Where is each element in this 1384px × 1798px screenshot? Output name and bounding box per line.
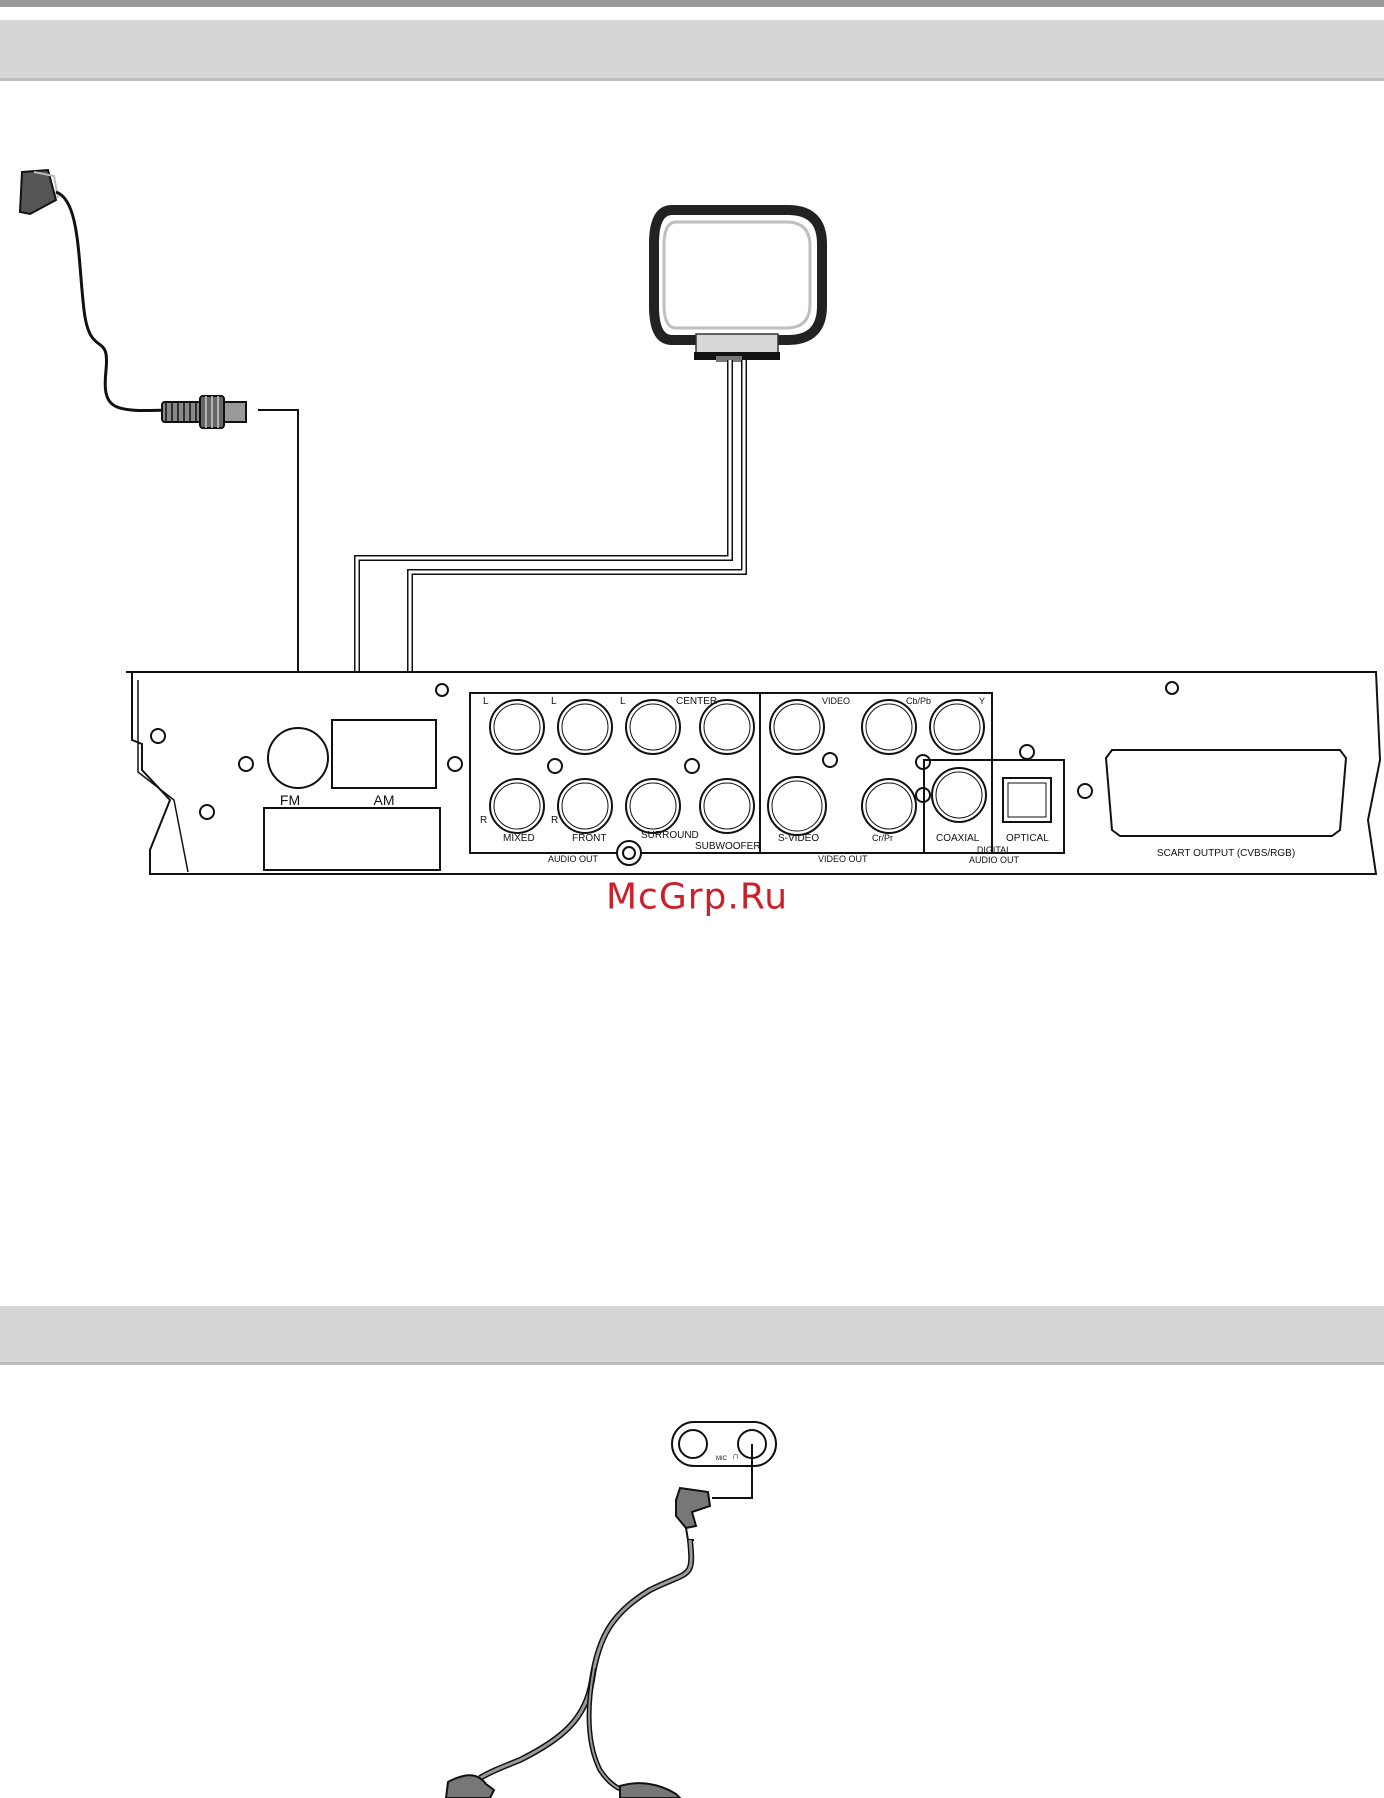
optical-label: OPTICAL	[1006, 833, 1049, 844]
scart-connector	[1106, 750, 1346, 836]
watermark: McGrp.Ru	[606, 877, 788, 918]
audio-jack	[700, 700, 754, 754]
audio-jack	[558, 779, 612, 833]
am-terminal	[332, 720, 436, 788]
audio-surround-label: SURROUND	[641, 830, 699, 841]
fm-connector	[162, 396, 246, 428]
earbud-left	[446, 1775, 494, 1798]
audio-jack	[490, 700, 544, 754]
s-video-label: S-VIDEO	[778, 833, 819, 844]
audio-jack	[626, 700, 680, 754]
digital-audio-out-label: AUDIO OUT	[969, 855, 1020, 865]
scart-label: SCART OUTPUT (CVBS/RGB)	[1157, 848, 1295, 859]
audio-l1-label: L	[483, 696, 489, 707]
headphone-symbol: ∩	[732, 1451, 739, 1462]
mic-label: MIC	[716, 1456, 728, 1462]
fm-antenna	[20, 170, 298, 738]
video-jack	[770, 700, 824, 754]
cr-jack	[862, 779, 916, 833]
fm-antenna-wire	[56, 192, 168, 411]
audio-front-label: FRONT	[572, 833, 606, 844]
audio-r2-label: R	[551, 815, 558, 826]
y-label: Y	[979, 696, 985, 706]
audio-jack	[490, 779, 544, 833]
audio-l3-label: L	[620, 696, 626, 707]
earbud-right	[620, 1783, 680, 1798]
power-cord-box	[264, 808, 440, 870]
am-label: AM	[374, 792, 395, 808]
coaxial-label: COAXIAL	[936, 833, 980, 844]
cb-jack	[862, 700, 916, 754]
headphone-cable-left	[480, 1540, 691, 1778]
fm-antenna-plug-head	[20, 170, 56, 214]
y-jack	[930, 700, 984, 754]
audio-subwoofer-label: SUBWOOFER	[695, 841, 761, 852]
audio-jack	[558, 700, 612, 754]
cb-pb-label: Cb/Pb	[906, 696, 931, 706]
audio-mixed-label: MIXED	[503, 833, 535, 844]
fm-label: FM	[280, 792, 300, 808]
audio-r1-label: R	[480, 815, 487, 826]
audio-center-label: CENTER	[676, 696, 717, 707]
am-loop-antenna	[357, 210, 822, 736]
headphone-diagram: MIC ∩	[446, 1422, 776, 1798]
headphone-cable-right	[589, 1668, 630, 1792]
digital-label: DIGITAL	[977, 845, 1011, 855]
audio-l2-label: L	[551, 696, 557, 707]
coaxial-jack	[932, 768, 986, 822]
cr-pr-label: Cr/Pr	[872, 833, 893, 843]
mic-jack	[679, 1430, 707, 1458]
audio-out-group-label: AUDIO OUT	[548, 854, 599, 864]
rear-panel: FM AM L L L CENTER R R MIXED FRONT	[126, 672, 1380, 874]
audio-jack	[700, 779, 754, 833]
audio-jack	[626, 779, 680, 833]
video-label: VIDEO	[822, 696, 850, 706]
optical-jack	[1003, 778, 1051, 822]
headphone-plug	[676, 1488, 710, 1540]
fm-jack	[268, 728, 328, 788]
s-video-jack	[768, 777, 826, 835]
video-out-group-label: VIDEO OUT	[818, 854, 868, 864]
